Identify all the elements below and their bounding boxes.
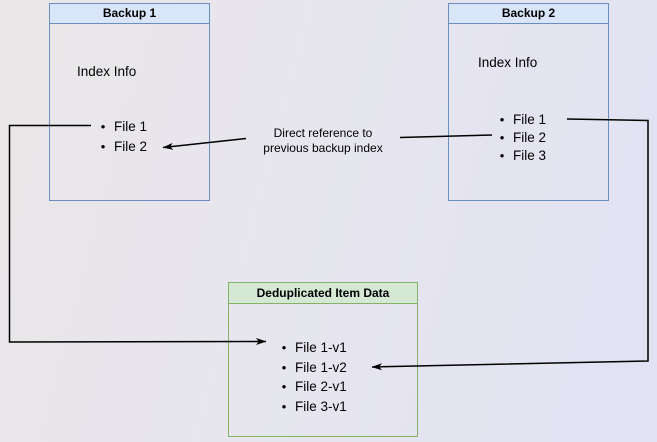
bullet-icon: • [499,130,505,146]
bullet-icon: • [281,359,287,375]
file-label: File 2-v1 [295,379,347,395]
annotation-line-2: previous backup index [263,140,383,155]
list-item: • File 1 [495,110,546,128]
file-label: File 1 [513,111,547,127]
backup1-box: Backup 1 Index Info • File 1 • File 2 [49,3,210,201]
file-label: File 1-v1 [295,340,347,356]
list-item: • File 1-v2 [277,358,347,378]
bullet-icon: • [100,138,106,154]
list-item: • File 3-v1 [277,397,347,417]
list-item: • File 1 [96,117,147,137]
list-item: • File 1-v1 [277,338,347,358]
backup1-index-info-label: Index Info [77,64,137,79]
dedup-box: Deduplicated Item Data • File 1-v1 • Fil… [228,282,418,437]
file-label: File 1 [114,119,148,135]
file-label: File 1-v2 [295,359,347,375]
file-label: File 2 [114,138,148,154]
list-item: • File 3 [495,147,546,165]
annotation-direct-reference: Direct reference to previous backup inde… [223,126,423,155]
list-item: • File 2 [96,137,147,157]
file-label: File 3-v1 [295,398,347,414]
annotation-line-1: Direct reference to [273,126,373,140]
bullet-icon: • [499,111,505,127]
file-label: File 3 [513,148,547,164]
bullet-icon: • [281,340,287,356]
file-label: File 2 [513,130,547,146]
bullet-icon: • [499,148,505,164]
list-item: • File 2-v1 [277,377,347,397]
backup1-title: Backup 1 [50,4,209,24]
dedup-file-list: • File 1-v1 • File 1-v2 • File 2-v1 • Fi… [277,338,347,416]
bullet-icon: • [281,398,287,414]
backup1-file-list: • File 1 • File 2 [96,117,147,156]
list-item: • File 2 [495,128,546,146]
bullet-icon: • [281,379,287,395]
dedup-title: Deduplicated Item Data [229,283,417,304]
backup2-title: Backup 2 [449,4,608,24]
backup2-index-info-label: Index Info [478,55,538,70]
backup2-file-list: • File 1 • File 2 • File 3 [495,110,546,165]
bullet-icon: • [100,119,106,135]
backup2-box: Backup 2 Index Info • File 1 • File 2 • … [448,3,609,201]
